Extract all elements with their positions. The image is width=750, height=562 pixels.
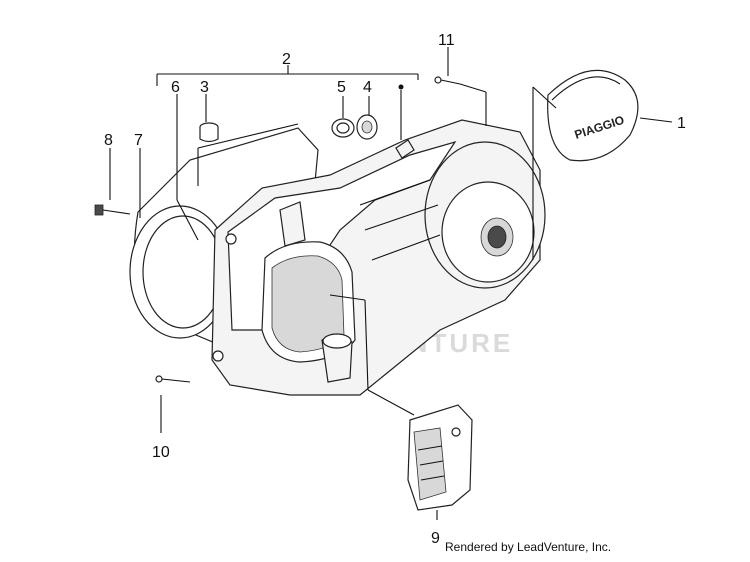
callout-4: 4: [363, 79, 372, 96]
callout-numbers: 1 2 3 4 5 6 7 8 9 10 11: [104, 32, 686, 547]
group-bracket-2: [156, 65, 419, 90]
badge-cover: PIAGGIO: [547, 69, 639, 162]
air-duct: [407, 404, 473, 511]
bearing: [356, 114, 378, 140]
leader-lines: [109, 47, 673, 520]
screw-10: [155, 375, 191, 383]
callout-2: 2: [282, 51, 291, 68]
footer-credit: Rendered by LeadVenture, Inc.: [445, 540, 612, 554]
callout-11: 11: [438, 32, 455, 49]
oil-seal: [331, 118, 355, 138]
callout-3: 3: [200, 79, 209, 96]
screw-11: [434, 76, 461, 85]
callout-6: 6: [171, 79, 180, 96]
callout-1: 1: [677, 115, 686, 132]
callout-7: 7: [134, 132, 143, 149]
callout-5: 5: [337, 79, 346, 96]
callout-9: 9: [431, 530, 440, 547]
callout-8: 8: [104, 132, 113, 149]
transmission-cover: [211, 119, 546, 396]
callout-10: 10: [152, 444, 170, 461]
plug: [199, 122, 219, 143]
bolt-8: [94, 204, 131, 216]
